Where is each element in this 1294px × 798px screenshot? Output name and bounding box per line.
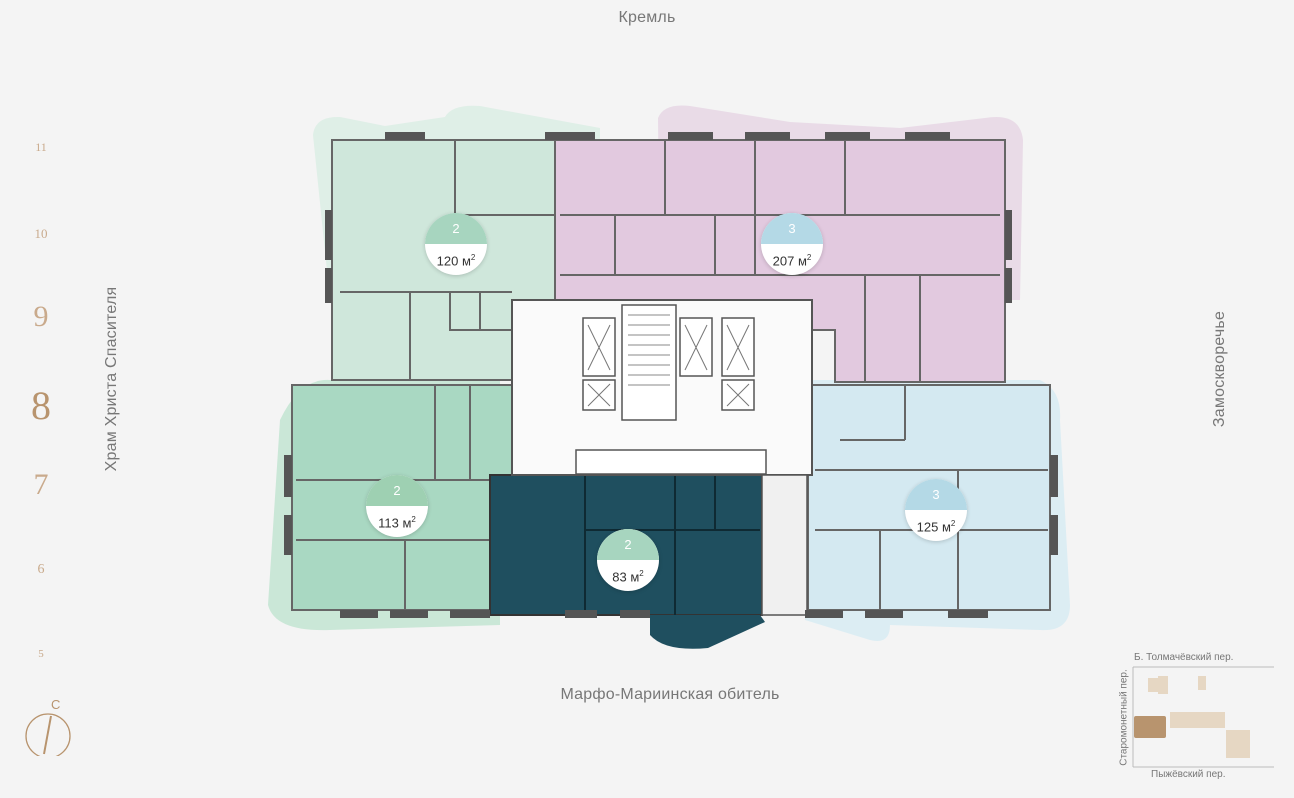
area-value: 113 м2 xyxy=(378,515,416,531)
technical-shaft xyxy=(761,474,808,616)
minimap-street-left: Старомонетный пер. xyxy=(1118,669,1130,766)
apartment-w-badge[interactable]: 2 113 м2 xyxy=(366,475,428,537)
minimap-drawing xyxy=(1132,666,1274,768)
apartment-e-badge[interactable]: 3 125 м2 xyxy=(905,479,967,541)
area-value: 83 м2 xyxy=(612,569,644,585)
rooms-count: 3 xyxy=(761,213,823,244)
direction-north-label: Кремль xyxy=(618,9,676,26)
building-core xyxy=(511,299,813,616)
minimap-street-top: Б. Толмачёвский пер. xyxy=(1134,652,1234,663)
floor-5[interactable]: 5 xyxy=(38,648,44,660)
floor-6[interactable]: 6 xyxy=(37,562,45,577)
apartment-nw-badge[interactable]: 2 120 м2 xyxy=(425,213,487,275)
floor-7[interactable]: 7 xyxy=(33,468,49,501)
apartment-s-balcony xyxy=(650,615,765,649)
direction-south-label: Марфо-Мариинская обитель xyxy=(560,686,780,703)
compass-north-label: С xyxy=(51,697,61,712)
rooms-count: 2 xyxy=(366,475,428,506)
floor-9[interactable]: 9 xyxy=(33,300,49,333)
apartment-s-badge[interactable]: 2 83 м2 xyxy=(597,529,659,591)
rooms-count: 2 xyxy=(597,529,659,560)
staircase xyxy=(621,304,677,421)
minimap-street-bottom: Пыжёвский пер. xyxy=(1151,769,1226,780)
apartment-ne-badge[interactable]: 3 207 м2 xyxy=(761,213,823,275)
minimap-current-building xyxy=(1134,716,1166,738)
area-value: 125 м2 xyxy=(916,519,956,535)
rooms-count: 2 xyxy=(425,213,487,244)
floor-8-current[interactable]: 8 xyxy=(31,383,51,428)
site-minimap[interactable]: Б. Толмачёвский пер. Пыжёвский пер. Стар… xyxy=(1108,650,1278,790)
floor-11[interactable]: 11 xyxy=(35,140,47,154)
area-value: 120 м2 xyxy=(436,253,476,269)
facade-columns xyxy=(284,132,1058,618)
rooms-count: 3 xyxy=(905,479,967,510)
floor-10[interactable]: 10 xyxy=(34,226,48,241)
area-value: 207 м2 xyxy=(772,253,812,269)
